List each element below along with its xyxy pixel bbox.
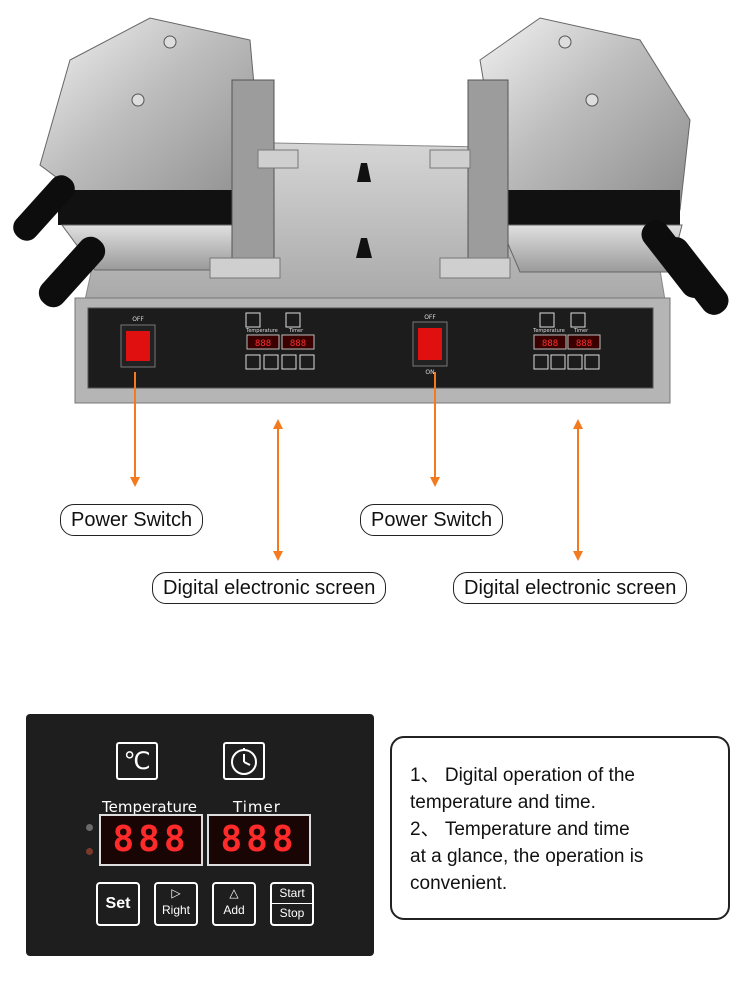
right-mini-controls — [533, 312, 601, 370]
mini-temp-label-right: Temperature — [532, 328, 565, 334]
right-button[interactable]: ▷ Right — [154, 882, 198, 926]
screen-label-right: Digital electronic screen — [453, 572, 688, 604]
indicator-dot-top — [86, 824, 93, 831]
note-line-1: 1、 Digital operation of the — [410, 765, 635, 786]
celsius-symbol: ℃ — [123, 747, 151, 775]
note-line-3: 2、 Temperature and time — [410, 819, 630, 840]
waffle-machine-photo: 888 888 888 888 Temperature Timer Temper… — [13, 17, 729, 404]
play-triangle-icon: ▷ — [171, 886, 181, 900]
off-label-left: OFF — [132, 316, 144, 323]
start-label: Start — [272, 884, 312, 904]
note-line-2: temperature and time. — [410, 792, 596, 813]
center-cone-top — [357, 163, 371, 182]
timer-clock-icon — [223, 742, 265, 780]
callout-arrows — [130, 372, 583, 561]
on-label-right: ON — [425, 369, 434, 376]
power-switch-label-left: Power Switch — [60, 504, 204, 536]
set-button-label: Set — [105, 895, 131, 912]
stop-label: Stop — [279, 906, 305, 920]
mini-timer-digits-left: 888 — [290, 339, 306, 349]
add-button[interactable]: △ Add — [212, 882, 256, 926]
mini-timer-label-right: Timer — [573, 328, 589, 334]
temperature-display: 888 — [99, 814, 203, 866]
center-cone-bottom — [356, 238, 372, 258]
warning-triangle-icon: △ — [229, 886, 239, 900]
mini-timer-label-left: Timer — [288, 328, 304, 334]
right-button-label: Right — [161, 903, 190, 917]
power-switch-label-right: Power Switch — [360, 504, 504, 536]
mini-temp-digits-left: 888 — [255, 339, 271, 349]
start-stop-button[interactable]: Start Stop — [270, 882, 314, 926]
timer-display: 888 — [207, 814, 311, 866]
add-button-label: Add — [223, 903, 245, 917]
celsius-icon: ℃ — [116, 742, 158, 780]
temperature-label: Temperature — [102, 798, 198, 816]
note-line-4: at a glance, the operation is — [410, 846, 644, 867]
left-mini-controls — [245, 312, 315, 370]
mini-timer-digits-right: 888 — [576, 339, 592, 349]
indicator-dot-bottom — [86, 848, 93, 855]
control-panel-closeup: ℃ Temperature Timer 888 888 Set ▷ Right … — [26, 714, 374, 956]
right-waffle-iron — [429, 17, 729, 315]
set-button[interactable]: Set — [96, 882, 140, 926]
mini-temp-digits-right: 888 — [542, 339, 558, 349]
note-line-5: convenient. — [410, 873, 508, 894]
left-power-switch — [120, 324, 156, 368]
feature-notes: 1、 Digital operation of the temperature … — [390, 736, 730, 920]
left-waffle-iron — [13, 17, 299, 308]
right-power-switch — [412, 321, 448, 367]
timer-label: Timer — [233, 798, 281, 816]
screen-label-left: Digital electronic screen — [152, 572, 387, 604]
off-label-right: OFF — [424, 314, 436, 321]
mini-temp-label-left: Temperature — [245, 328, 278, 334]
